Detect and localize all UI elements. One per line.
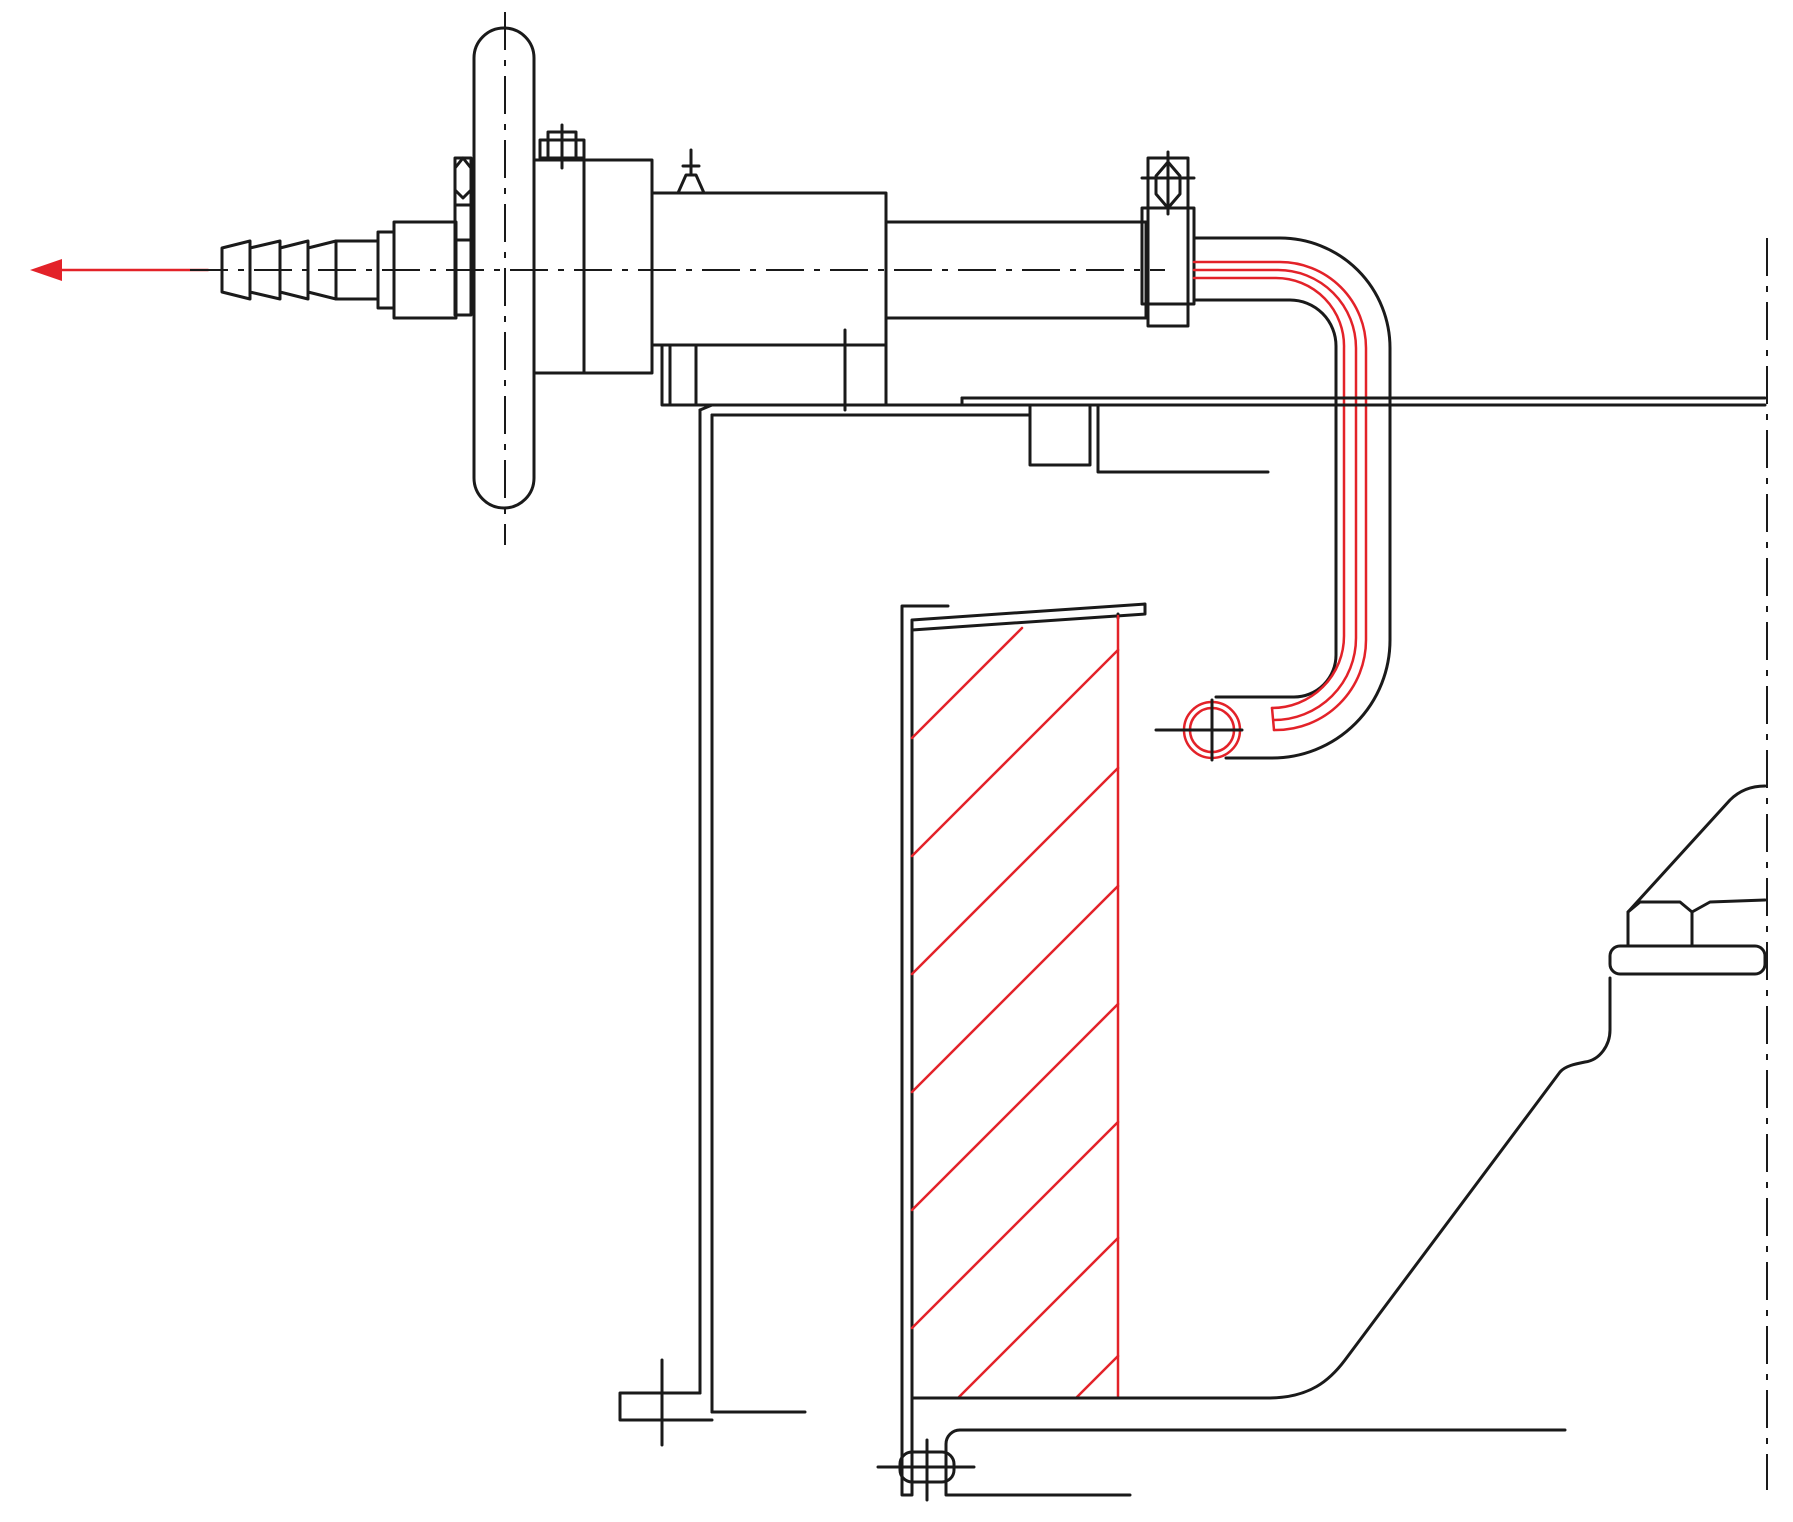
insulation-block	[900, 602, 1147, 1497]
bolted-flange	[876, 1396, 1567, 1502]
tank-shell	[1266, 784, 1767, 1400]
housing-frame	[618, 396, 1767, 1447]
valve-body	[582, 148, 1196, 375]
flow-direction-arrow	[30, 259, 210, 281]
bent-drain-pipe	[1154, 236, 1392, 762]
valve-support-bracket	[660, 328, 888, 412]
handwheel	[453, 26, 586, 510]
